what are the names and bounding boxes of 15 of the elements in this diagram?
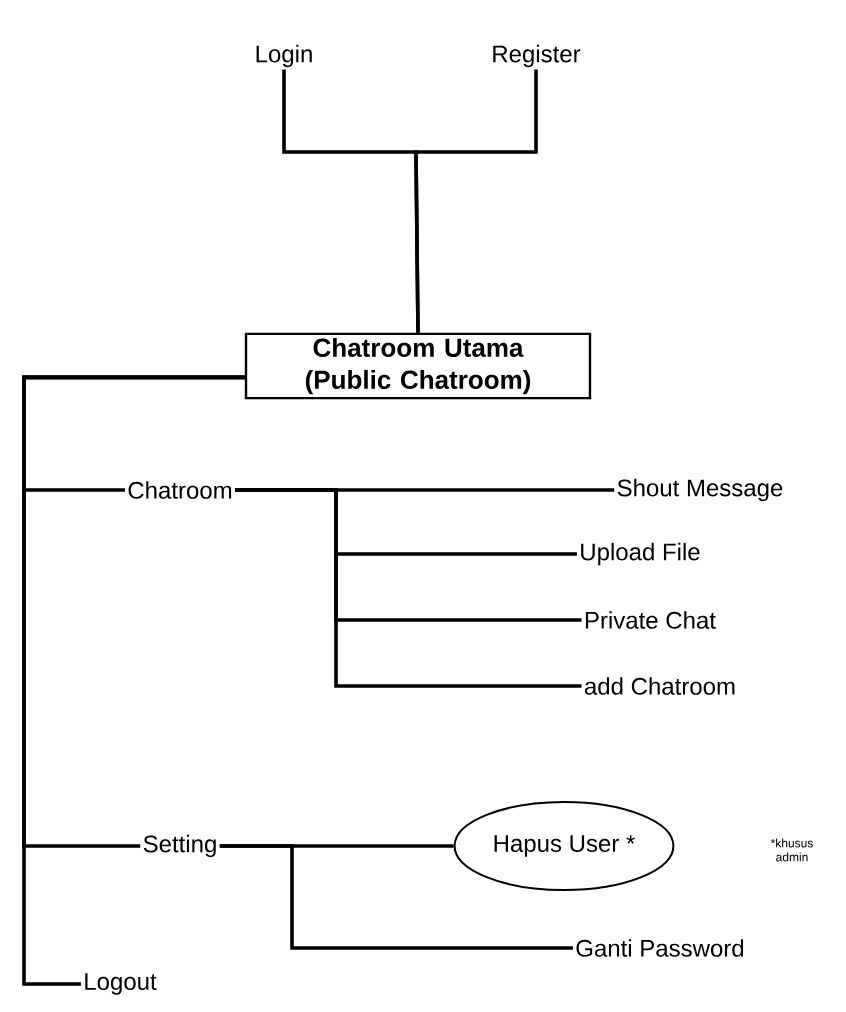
menu-item: Ganti Password [576, 939, 744, 957]
menu-item: Login [256, 44, 312, 68]
connector-line [235, 488, 582, 688]
menu-item: Shout Message [617, 478, 783, 502]
main-box: Chatroom Utama (Public Chatroom) [244, 332, 592, 400]
connector-line [219, 844, 573, 950]
connector-line [414, 69, 538, 333]
connector-line [22, 375, 245, 986]
menu-item: Chatroom [128, 481, 232, 499]
menu-item: Private Chat [585, 611, 716, 629]
menu-item: add Chatroom [584, 677, 735, 695]
menu-item: Setting [143, 834, 216, 858]
menu-item: Logout [85, 973, 157, 995]
menu-item: Register [493, 44, 581, 68]
menu-item: Upload File [581, 542, 700, 566]
